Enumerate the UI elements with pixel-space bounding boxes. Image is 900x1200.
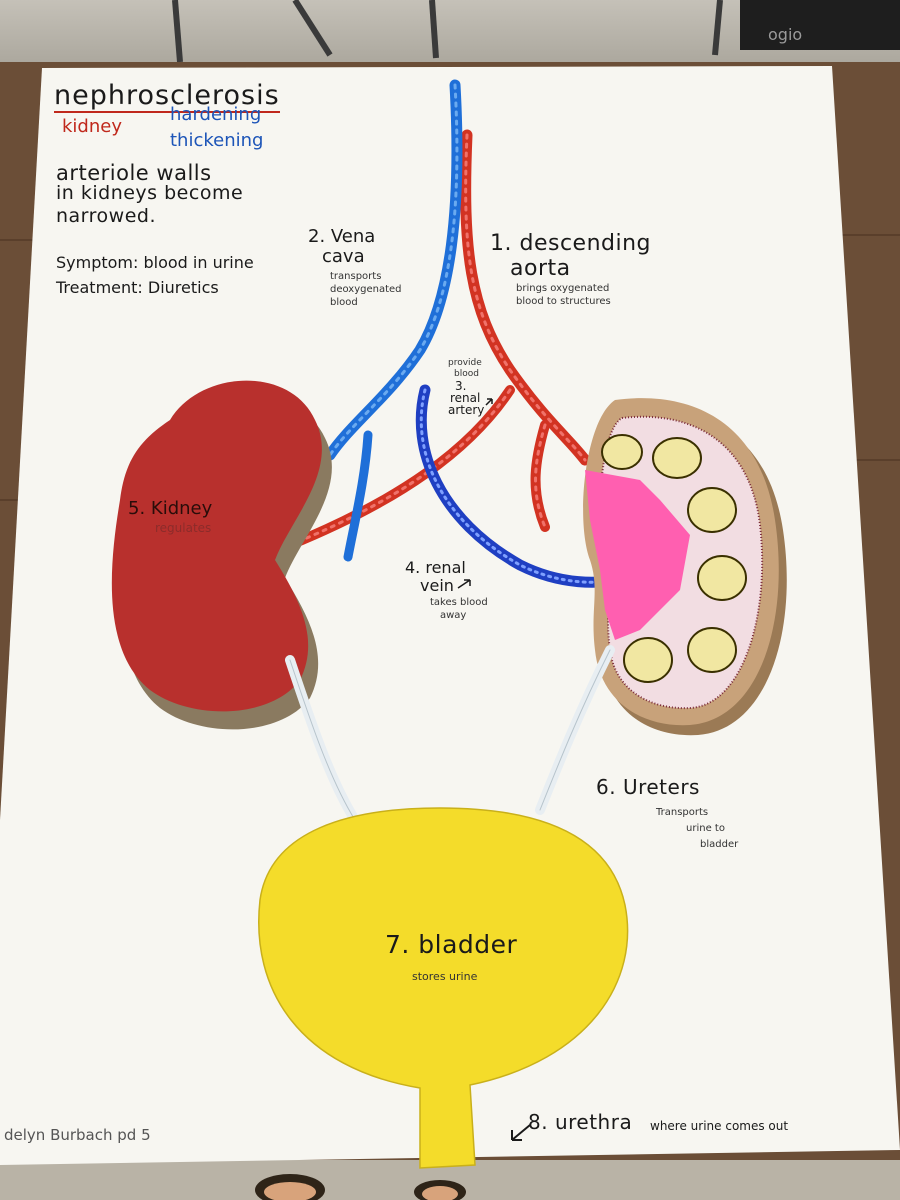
aorta-desc-1: brings oxygenated <box>516 283 610 294</box>
renal-artery-number: 3. <box>455 379 467 393</box>
aorta-label: 1. descending <box>490 231 652 256</box>
renal-pyramids <box>601 434 747 683</box>
author-name: delyn Burbach pd 5 <box>4 1126 151 1144</box>
vena-cava-name: cava <box>322 246 365 267</box>
renal-vein-arrow <box>457 579 471 589</box>
bladder <box>258 807 629 1169</box>
vena-cava-desc-2: deoxygenated <box>330 284 402 295</box>
sandals <box>255 1174 466 1200</box>
description-line-1: arteriole walls <box>56 161 212 185</box>
title-word: nephrosclerosis <box>54 81 280 114</box>
vena-cava-label: 2. Vena <box>308 226 376 247</box>
right-kidney-cross-section <box>583 398 787 736</box>
backpack-brand: ogio <box>768 25 802 44</box>
renal-artery-arrow <box>485 398 493 406</box>
ureters-desc-1: Transports <box>656 807 709 818</box>
renal-artery-desc-1: provide <box>448 358 482 368</box>
poster-board <box>0 66 900 1165</box>
urethra-label: 8. urethra <box>528 1110 633 1134</box>
renal-vein-desc-1: takes blood <box>430 597 488 608</box>
urethra-arrow <box>511 1124 531 1141</box>
title-part-hardening: hardening <box>170 104 262 125</box>
vena-cava <box>324 79 463 562</box>
left-kidney <box>111 380 332 730</box>
kidney-desc: regulates <box>155 521 212 535</box>
bladder-label: 7. bladder <box>385 930 518 959</box>
description-line-2: in kidneys become <box>56 182 244 204</box>
urethra-desc: where urine comes out <box>650 1119 789 1133</box>
chairs-background <box>172 0 723 63</box>
description-line-3: narrowed. <box>56 205 157 227</box>
renal-vein <box>415 384 631 588</box>
title-part-thickening: thickening <box>170 130 264 151</box>
descending-aorta <box>460 129 591 466</box>
renal-artery-desc-2: blood <box>454 369 479 379</box>
backpack <box>740 0 900 50</box>
bladder-desc: stores urine <box>412 970 478 983</box>
aorta-name: aorta <box>510 256 571 281</box>
ureters-desc-3: bladder <box>700 839 739 850</box>
renal-vein-name: vein <box>420 576 454 595</box>
vena-cava-desc-1: transports <box>330 271 382 282</box>
ureters-label: 6. Ureters <box>596 775 700 799</box>
vena-cava-desc-3: blood <box>330 297 358 308</box>
renal-vein-desc-2: away <box>440 610 467 621</box>
ureters <box>285 645 615 825</box>
renal-vein-label: 4. renal <box>405 558 466 577</box>
renal-artery-name-1: renal <box>450 391 481 405</box>
kidney-label: 5. Kidney <box>128 498 213 519</box>
symptom-text: Symptom: blood in urine <box>56 253 254 272</box>
treatment-text: Treatment: Diuretics <box>56 278 219 297</box>
aorta-desc-2: blood to structures <box>516 296 611 307</box>
title-part-kidney: kidney <box>62 116 122 137</box>
renal-artery <box>285 385 550 550</box>
ureters-desc-2: urine to <box>686 823 725 834</box>
renal-pelvis <box>585 470 690 640</box>
renal-artery-name-2: artery <box>448 403 485 417</box>
